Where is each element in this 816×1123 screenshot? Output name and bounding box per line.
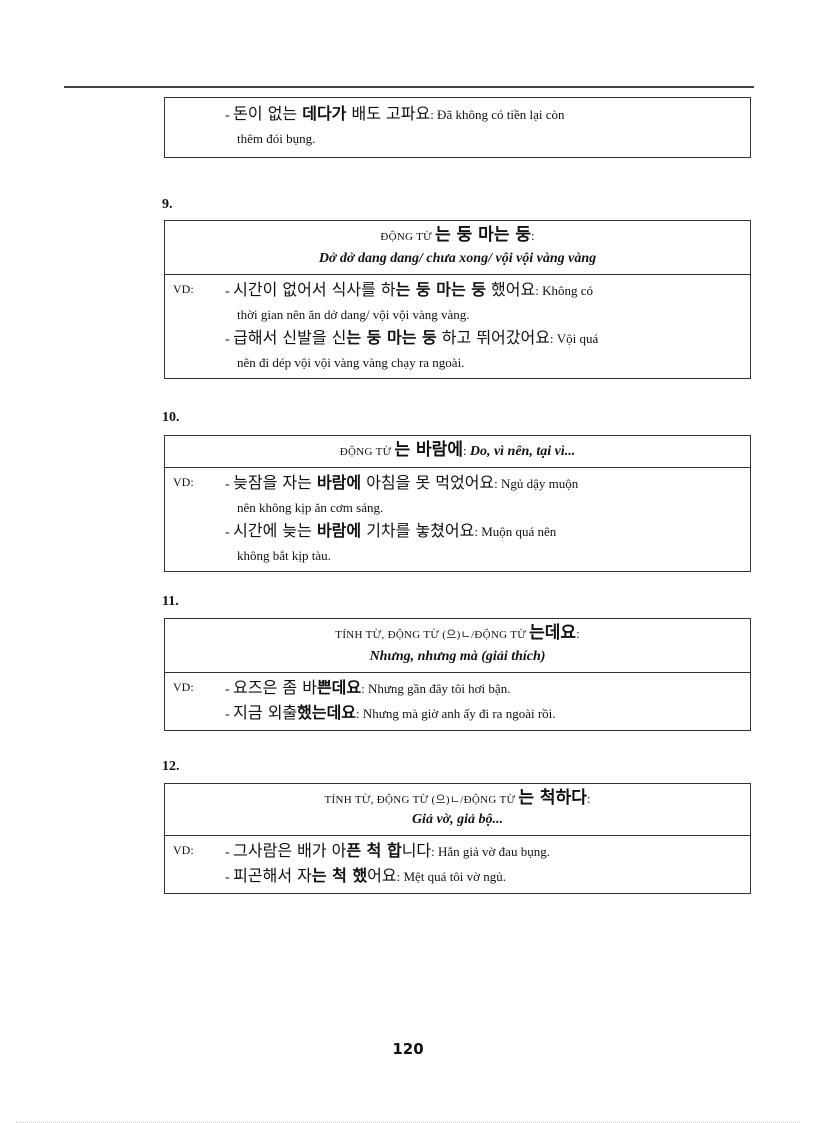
example-item: - 지금 외출했는데요: Nhưng mà giờ anh ấy đi ra n… (173, 701, 742, 726)
grammar-header: TÍNH TỪ, ĐỘNG TỪ (으)ㄴ/ĐỘNG TỪ 는데요: Nhưng… (165, 619, 750, 673)
example-item: VD: - 요즈은 좀 바쁜데요: Nhưng gần đây tôi hơi … (173, 676, 742, 701)
example-item: - 피곤해서 자는 척 했어요: Mệt quá tôi vờ ngủ. (173, 864, 742, 889)
bullet: - (225, 108, 234, 123)
grammar-box-12: TÍNH TỪ, ĐỘNG TỪ (으)ㄴ/ĐỘNG TỪ 는 척하다: Giả… (164, 783, 751, 894)
korean-text: 시간이 없어서 식사를 하 (233, 280, 396, 299)
section-number-9: 9. (162, 197, 173, 212)
vd-label: VD: (173, 843, 194, 857)
grammar-meaning: Nhưng, nhưng mà (giải thích) (369, 649, 546, 664)
vietnamese-translation: : Muộn quá nên (474, 524, 557, 539)
korean-text: 돈이 없는 (233, 104, 303, 123)
section-number-12: 12. (162, 759, 180, 774)
word-class-label: ĐỘNG TỪ (339, 446, 395, 458)
bullet: - (225, 682, 234, 697)
bullet: - (225, 845, 234, 860)
page-number: 120 (392, 1040, 424, 1058)
grammar-box-9: ĐỘNG TỪ 는 둥 마는 둥: Dở dở dang dang/ chưa … (164, 220, 751, 379)
vietnamese-translation-cont: nên đi dép vội vội vàng vàng chạy ra ngo… (237, 355, 465, 370)
korean-text: 어요 (367, 866, 397, 885)
vietnamese-translation-cont: không bắt kịp tàu. (237, 548, 331, 563)
korean-text: 했어요 (485, 280, 536, 299)
grammar-pattern: 는 둥 마는 둥 (435, 225, 532, 245)
colon: : (576, 626, 580, 641)
vd-label: VD: (173, 475, 194, 489)
vietnamese-translation: : Vội quá (549, 331, 599, 346)
colon: : (462, 443, 470, 458)
word-class-label: ĐỘNG TỪ (380, 231, 436, 243)
grammar-meaning: Giả vờ, giả bộ... (411, 812, 504, 827)
korean-grammar-bold: 픈 척 합 (346, 841, 402, 860)
vietnamese-translation-cont: thêm đói bụng. (237, 131, 316, 146)
vietnamese-translation: : Đã không có tiền lại còn (430, 107, 565, 122)
colon: : (531, 228, 535, 243)
example-item: VD: - 시간이 없어서 식사를 하는 둥 마는 둥 했어요: Không c… (173, 278, 742, 326)
vietnamese-translation: : Mệt quá tôi vờ ngủ. (396, 869, 507, 884)
header-rule (64, 86, 754, 88)
korean-text: 배도 고파요 (346, 104, 431, 123)
korean-text: 피곤해서 자 (233, 866, 312, 885)
example-item: - 시간에 늦는 바람에 기차를 놓쳤어요: Muộn quá nên khôn… (173, 519, 742, 567)
korean-grammar-bold: 는 둥 마는 둥 (395, 280, 486, 299)
bullet: - (225, 332, 234, 347)
korean-text: 니다 (401, 841, 432, 860)
grammar-pattern: 는 척하다 (518, 788, 587, 808)
korean-grammar-bold: 바람에 (316, 473, 362, 492)
vd-label: VD: (173, 680, 194, 694)
korean-grammar-bold: 쁜데요 (316, 678, 362, 697)
korean-text: 아침을 못 먹었어요 (361, 473, 495, 492)
word-class-label: TÍNH TỪ, ĐỘNG TỪ (으)ㄴ/ĐỘNG TỪ (335, 629, 530, 641)
korean-text: 지금 외출 (233, 703, 298, 722)
section-number-10: 10. (162, 410, 180, 425)
vietnamese-translation-cont: thời gian nên ăn dở dang/ vội vội vàng v… (237, 307, 470, 322)
korean-text: 하고 뛰어갔어요 (436, 328, 550, 347)
vietnamese-translation: : Không có (535, 283, 593, 298)
korean-grammar-bold: 데다가 (302, 104, 347, 123)
vd-label: VD: (173, 282, 194, 296)
korean-text: 그사람은 배가 아 (233, 841, 347, 860)
korean-grammar-bold: 는 둥 마는 둥 (346, 328, 437, 347)
vietnamese-translation: : Nhưng gần đây tôi hơi bận. (361, 681, 511, 696)
vietnamese-translation: : Hắn giả vờ đau bụng. (431, 844, 550, 859)
bullet: - (225, 525, 234, 540)
grammar-header: ĐỘNG TỪ 는 바람에: Do, vì nên, tại vì... (165, 436, 750, 468)
korean-text: 급해서 신발을 신 (233, 328, 347, 347)
grammar-meaning: Dở dở dang dang/ chưa xong/ vội vội vàng… (318, 251, 597, 266)
grammar-box-10: ĐỘNG TỪ 는 바람에: Do, vì nên, tại vì... VD:… (164, 435, 751, 572)
korean-grammar-bold: 바람에 (316, 521, 362, 540)
korean-text: 요즈은 좀 바 (233, 678, 317, 697)
colon: : (586, 791, 591, 806)
grammar-meaning: Do, vì nên, tại vì... (469, 444, 576, 459)
section-number-11: 11. (162, 594, 179, 609)
grammar-pattern: 는 바람에 (394, 440, 463, 460)
continued-example-box: - 돈이 없는 데다가 배도 고파요: Đã không có tiền lại… (164, 97, 751, 158)
korean-grammar-bold: 했는데요 (297, 703, 357, 722)
example-item: VD: - 늦잠을 자는 바람에 아침을 못 먹었어요: Ngủ dậy muộ… (173, 471, 742, 519)
korean-text: 시간에 늦는 (233, 521, 317, 540)
bullet: - (225, 477, 234, 492)
grammar-header: ĐỘNG TỪ 는 둥 마는 둥: Dở dở dang dang/ chưa … (165, 221, 750, 275)
vietnamese-translation: : Nhưng mà giờ anh ấy đi ra ngoài rồi. (356, 706, 556, 721)
grammar-box-11: TÍNH TỪ, ĐỘNG TỪ (으)ㄴ/ĐỘNG TỪ 는데요: Nhưng… (164, 618, 751, 731)
vietnamese-translation-cont: nên không kịp ăn cơm sáng. (237, 500, 384, 515)
grammar-pattern: 는데요 (529, 623, 577, 643)
example-item: - 급해서 신발을 신는 둥 마는 둥 하고 뛰어갔어요: Vội quá nê… (173, 326, 742, 374)
example-item: VD: - 그사람은 배가 아픈 척 합니다: Hắn giả vờ đau b… (173, 839, 742, 864)
korean-text: 기차를 놓쳤어요 (361, 521, 475, 540)
word-class-label: TÍNH TỪ, ĐỘNG TỪ (으)ㄴ/ĐỘNG TỪ (324, 794, 519, 806)
bullet: - (225, 870, 234, 885)
bullet: - (225, 284, 234, 299)
example-item: - 돈이 없는 데다가 배도 고파요: Đã không có tiền lại… (173, 102, 742, 150)
bullet: - (225, 707, 234, 722)
korean-grammar-bold: 는 척 했 (311, 866, 368, 885)
korean-text: 늦잠을 자는 (233, 473, 317, 492)
vietnamese-translation: : Ngủ dậy muộn (494, 476, 579, 491)
grammar-header: TÍNH TỪ, ĐỘNG TỪ (으)ㄴ/ĐỘNG TỪ 는 척하다: Giả… (165, 784, 750, 836)
